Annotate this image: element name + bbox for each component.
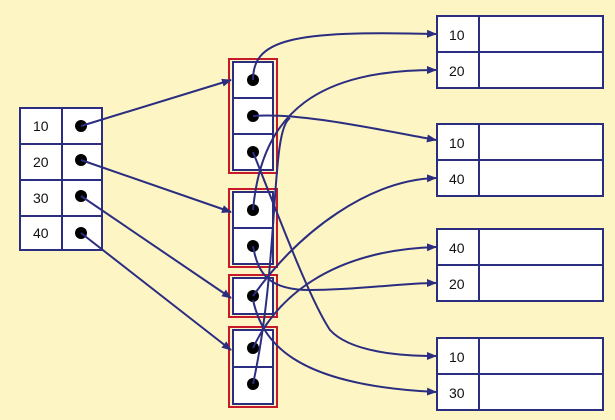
record-block: 10 40 — [436, 123, 604, 197]
record-key: 10 — [449, 27, 465, 43]
bucket-to-record-arrows — [252, 29, 437, 396]
arrow — [80, 159, 232, 213]
index-key: 30 — [33, 190, 49, 206]
record-key: 20 — [449, 276, 465, 292]
pointer-bucket — [228, 326, 278, 408]
arrow — [252, 117, 291, 385]
record-key: 20 — [449, 63, 465, 79]
record-block: 40 20 — [436, 228, 604, 302]
index-row: 30 — [19, 179, 103, 217]
arrow — [252, 299, 437, 396]
index-row: 40 — [19, 215, 103, 251]
arrow — [252, 66, 437, 211]
index-row: 10 — [19, 107, 103, 145]
pointer-bucket — [228, 188, 278, 268]
arrow — [252, 114, 437, 143]
arrow — [80, 78, 232, 127]
record-key: 40 — [449, 240, 465, 256]
arrow — [252, 174, 437, 297]
index-to-bucket-arrows — [80, 78, 232, 351]
index-key: 40 — [33, 225, 49, 241]
index-key: 20 — [33, 154, 49, 170]
arrow — [80, 195, 232, 299]
arrow — [252, 29, 437, 81]
arrow — [252, 245, 437, 292]
record-key: 40 — [449, 171, 465, 187]
record-block: 10 30 — [436, 337, 604, 411]
record-block: 10 20 — [436, 15, 604, 89]
record-key: 10 — [449, 349, 465, 365]
arrow — [80, 232, 232, 351]
index-row: 20 — [19, 143, 103, 181]
arrow — [252, 151, 437, 360]
bucket-outline — [228, 188, 278, 268]
index-key: 10 — [33, 118, 49, 134]
arrow — [252, 243, 437, 349]
record-key: 30 — [449, 385, 465, 401]
index-table: 10 20 30 40 — [19, 107, 103, 251]
bucket-outline — [228, 326, 278, 408]
record-key: 10 — [449, 135, 465, 151]
